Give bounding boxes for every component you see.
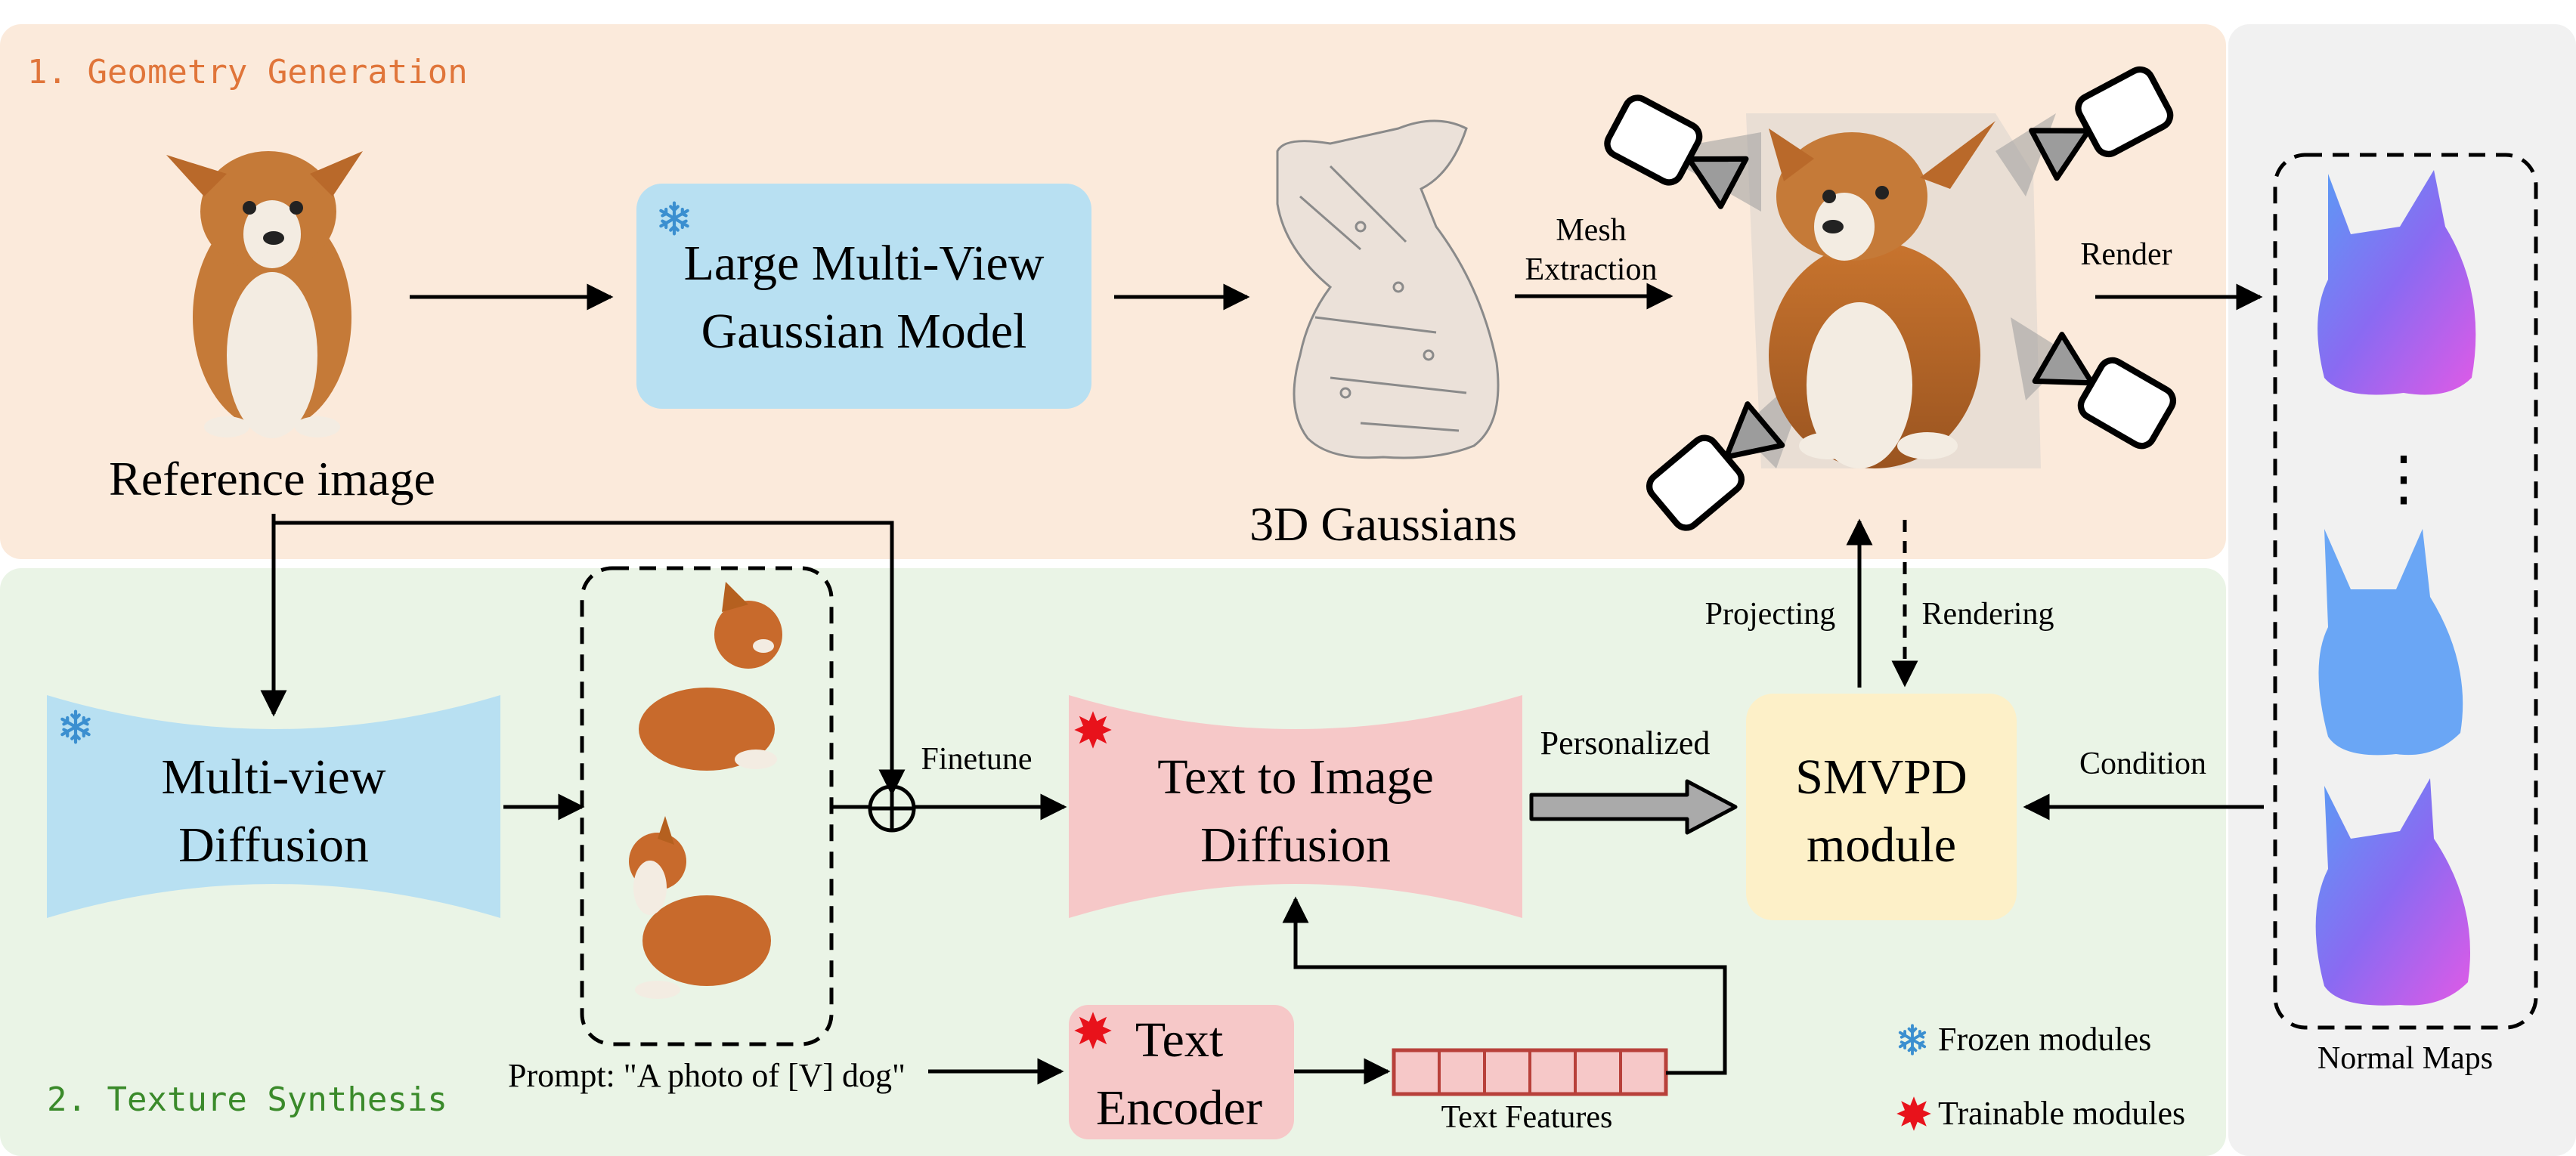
smvpd-box <box>1746 694 2017 920</box>
normal-map-image <box>2318 529 2463 756</box>
normal-maps-box <box>2273 153 2538 1030</box>
texture-section-title: 2. Texture Synthesis <box>47 1080 447 1119</box>
t2i-label-line1: Text to Image <box>1157 750 1434 805</box>
gaussians-label: 3D Gaussians <box>1249 497 1517 551</box>
smvpd-label-line1: SMVPD <box>1795 750 1967 805</box>
line-ref-to-finetune <box>274 521 906 796</box>
mvd-label-line1: Multi-view <box>162 750 386 805</box>
t2i-label-line2: Diffusion <box>1200 818 1391 873</box>
condition-label: Condition <box>2079 746 2206 781</box>
legend-trainable-label: Trainable modules <box>1938 1095 2185 1132</box>
text-encoder-label-line2: Encoder <box>1096 1080 1262 1136</box>
normal-map-image <box>2317 170 2476 395</box>
text-encoder-label-line1: Text <box>1135 1012 1223 1068</box>
legend-frozen-label: Frozen modules <box>1938 1021 2151 1058</box>
projecting-label: Projecting <box>1705 597 1836 632</box>
normal-maps-ellipsis: ⋮ <box>2373 446 2434 512</box>
finetune-label: Finetune <box>921 742 1033 777</box>
reference-image <box>166 151 363 438</box>
lmvgm-box <box>636 184 1091 409</box>
text-features-label: Text Features <box>1441 1100 1613 1135</box>
lmvgm-label-line1: Large Multi-View <box>684 236 1045 291</box>
text-encoder-box <box>1069 1005 1294 1139</box>
arrow-features-to-t2i <box>1282 896 1727 1075</box>
personalized-label: Personalized <box>1540 725 1711 762</box>
gaussians-pointcloud <box>1276 119 1500 459</box>
text-encoder-trainable-star-icon <box>1074 1012 1112 1049</box>
rendering-label: Rendering <box>1922 597 2054 632</box>
reference-image-label: Reference image <box>109 452 435 505</box>
lmvgm-label-line2: Gaussian Model <box>701 304 1027 359</box>
mesh-label-line2: Extraction <box>1525 252 1658 287</box>
mesh-label-line1: Mesh <box>1556 213 1626 248</box>
legend-star-icon <box>1896 1096 1931 1131</box>
personalized-arrow <box>1529 779 1738 835</box>
smvpd-label-line2: module <box>1807 818 1956 873</box>
prompt-label: Prompt: "A photo of [V] dog" <box>508 1057 906 1094</box>
t2i-trainable-star-icon <box>1074 711 1112 749</box>
normal-maps-label: Normal Maps <box>2317 1041 2493 1076</box>
text-features-bar <box>1392 1048 1668 1096</box>
t2i-shape <box>1069 695 1522 918</box>
normal-map-image <box>2315 778 2470 1006</box>
render-label: Render <box>2080 237 2172 272</box>
generated-view-image <box>629 816 771 999</box>
mvd-label-line2: Diffusion <box>178 818 369 873</box>
mvd-shape <box>47 695 500 918</box>
geometry-section-title: 1. Geometry Generation <box>27 53 468 91</box>
generated-view-image <box>639 582 782 771</box>
